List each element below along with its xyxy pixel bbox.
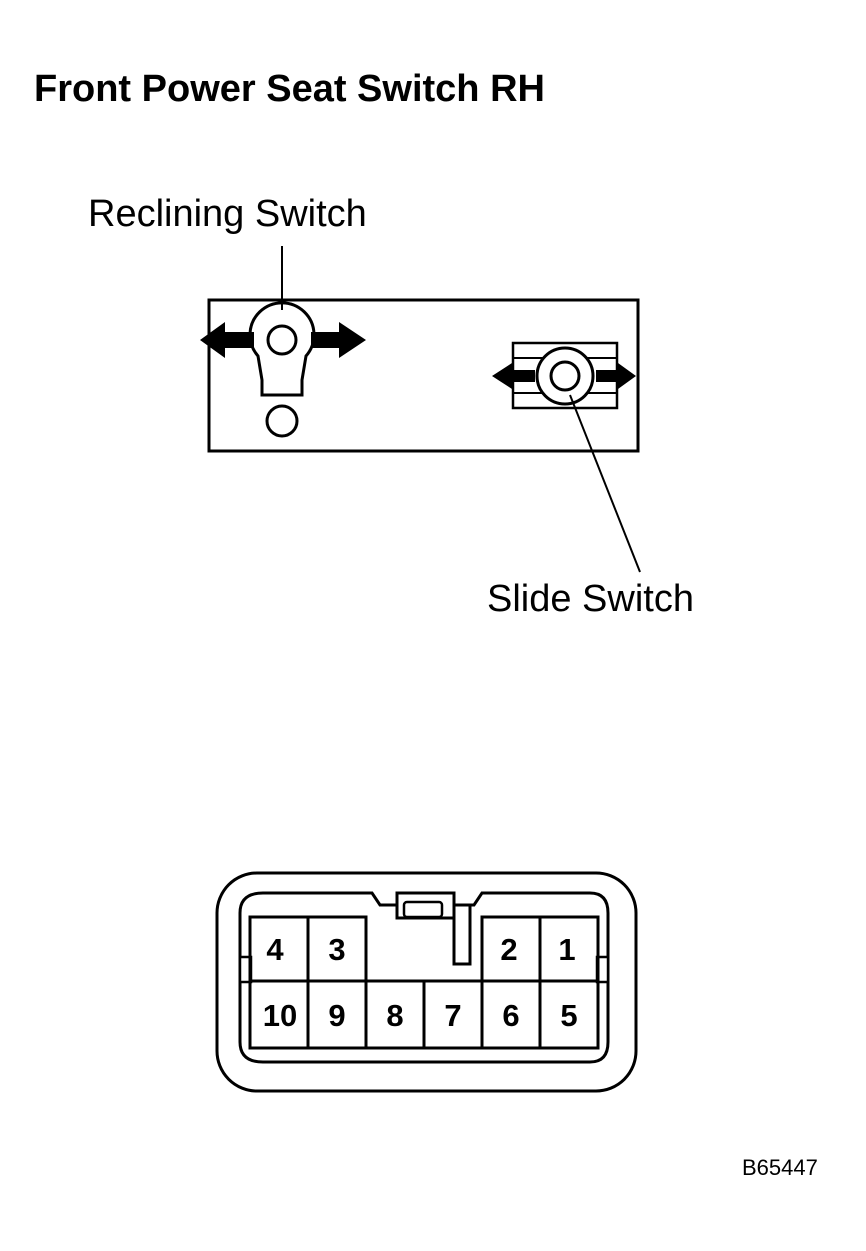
connector-housing <box>238 891 610 1064</box>
reclining-knob-hole <box>266 324 298 356</box>
pin-label-8: 8 <box>386 998 403 1033</box>
slide-leader-line <box>569 394 641 573</box>
reclining-knob-outline <box>248 301 316 397</box>
figure-id: B65447 <box>742 1155 818 1180</box>
connector-latch-window <box>402 900 444 919</box>
pin-label-1: 1 <box>558 932 575 967</box>
switch-panel <box>207 298 640 453</box>
reclining-right-arrow-icon <box>311 322 366 358</box>
connector-key-slot <box>452 905 472 966</box>
connector-latch <box>395 891 456 920</box>
reclining-left-arrow-icon <box>200 322 254 358</box>
pin-label-10: 10 <box>263 998 297 1033</box>
slide-switch <box>492 341 641 573</box>
pin-label-9: 9 <box>328 998 345 1033</box>
connector: 4 3 2 1 10 9 8 7 6 5 <box>215 871 638 1093</box>
pin-label-6: 6 <box>502 998 519 1033</box>
pin-label-2: 2 <box>500 932 517 967</box>
pin-label-3: 3 <box>328 932 345 967</box>
reclining-switch-label: Reclining Switch <box>88 193 367 235</box>
pin-cavity-5 <box>538 979 600 1050</box>
pin-label-7: 7 <box>444 998 461 1033</box>
slide-knob-hole <box>549 360 581 392</box>
pin-label-4: 4 <box>266 932 284 967</box>
diagram-title: Front Power Seat Switch RH <box>34 68 545 110</box>
pin-label-5: 5 <box>560 998 577 1033</box>
slide-knob-outline <box>535 346 595 406</box>
connector-outer-shell <box>215 871 638 1093</box>
slide-right-arrow-icon <box>596 363 636 389</box>
slide-left-arrow-icon <box>492 363 535 389</box>
reclining-switch <box>200 246 366 438</box>
reclining-lower-hole <box>265 404 299 438</box>
slide-switch-label: Slide Switch <box>487 578 694 620</box>
